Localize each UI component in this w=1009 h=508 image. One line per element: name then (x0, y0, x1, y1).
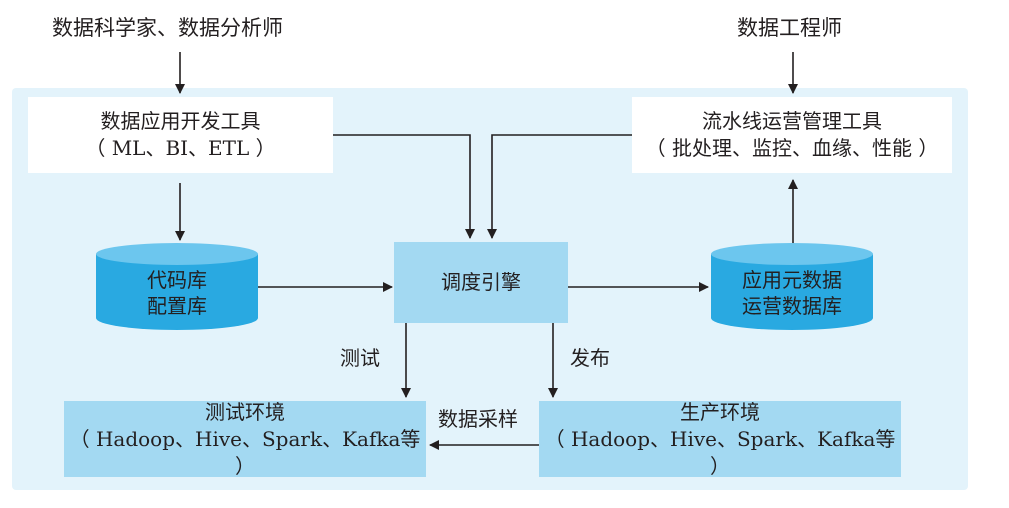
code-repo-line2: 配置库 (147, 294, 207, 318)
prod-env-subtitle: （ Hadoop、Hive、Spark、Kafka等 ） (544, 426, 896, 478)
edge-label-test: 测试 (340, 346, 380, 370)
dev-tools-title: 数据应用开发工具 (100, 109, 261, 133)
dev-tools-box: 数据应用开发工具 （ ML、BI、ETL ） (28, 97, 333, 173)
code-repo-line1: 代码库 (147, 268, 207, 292)
scheduler-box: 调度引擎 (394, 242, 568, 323)
pipeline-tools-box: 流水线运营管理工具 （ 批处理、监控、血缘、性能 ） (632, 97, 952, 173)
scheduler-title: 调度引擎 (441, 270, 521, 294)
metadata-db-line1: 应用元数据 (742, 268, 842, 292)
prod-env-title: 生产环境 (680, 399, 760, 424)
metadata-db-label: 应用元数据 运营数据库 (710, 262, 874, 324)
pipeline-tools-title: 流水线运营管理工具 (702, 109, 882, 133)
test-env-title: 测试环境 (205, 399, 285, 424)
dev-tools-subtitle: （ ML、BI、ETL ） (85, 136, 276, 160)
prod-env-box: 生产环境 （ Hadoop、Hive、Spark、Kafka等 ） (539, 399, 901, 478)
role-label-data-scientists: 数据科学家、数据分析师 (52, 16, 283, 40)
arrow-pipeline-tools-to-scheduler (487, 134, 632, 239)
arrow-dev-tools-to-scheduler (333, 134, 475, 239)
edge-label-sampling: 数据采样 (438, 407, 518, 431)
test-env-subtitle: （ Hadoop、Hive、Spark、Kafka等 ） (69, 426, 421, 478)
metadata-db-line2: 运营数据库 (742, 294, 842, 318)
test-env-box: 测试环境 （ Hadoop、Hive、Spark、Kafka等 ） (64, 399, 426, 478)
edge-label-release: 发布 (570, 346, 610, 370)
metadata-db-cylinder (711, 243, 873, 330)
pipeline-tools-subtitle: （ 批处理、监控、血缘、性能 ） (645, 136, 939, 160)
code-repo-label: 代码库 配置库 (95, 262, 259, 324)
code-repo-cylinder (96, 243, 258, 330)
role-label-data-engineers: 数据工程师 (737, 16, 842, 40)
